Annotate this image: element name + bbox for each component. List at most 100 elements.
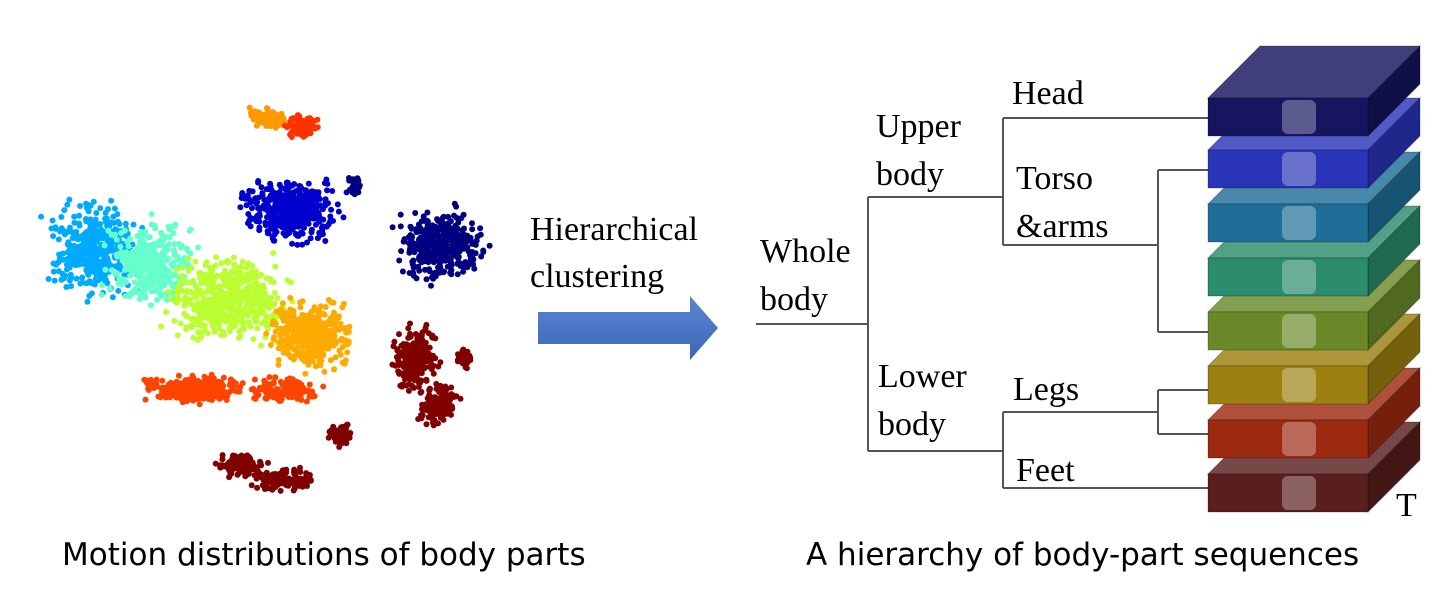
scatter-point <box>283 179 290 186</box>
scatter-point <box>422 339 429 346</box>
scatter-point <box>162 265 169 272</box>
scatter-point <box>174 292 181 299</box>
scatter-point <box>310 215 317 222</box>
scatter-point <box>223 462 230 469</box>
scatter-point <box>305 180 312 187</box>
scatter-point <box>118 249 125 256</box>
scatter-point <box>144 273 151 280</box>
scatter-point <box>290 308 297 314</box>
scatter-point <box>256 205 263 212</box>
scatter-point <box>281 208 288 215</box>
scatter-point <box>107 285 113 292</box>
scatter-point <box>389 224 396 231</box>
scatter-point <box>228 468 235 474</box>
scatter-point <box>209 268 216 275</box>
scatter-point <box>175 372 182 379</box>
scatter-point <box>266 374 273 381</box>
scatter-point <box>330 299 337 306</box>
scatter-point <box>286 227 292 234</box>
scatter-point <box>279 314 286 321</box>
scatter-point <box>448 267 455 274</box>
scatter-point <box>419 401 426 408</box>
scatter-point <box>407 320 413 327</box>
scatter-point <box>247 299 254 306</box>
layer-front-face <box>1207 311 1369 351</box>
scatter-point <box>272 190 279 197</box>
scatter-point <box>308 226 315 233</box>
scatter-point <box>249 188 256 195</box>
scatter-point <box>268 210 275 217</box>
scatter-point <box>306 381 313 388</box>
scatter-point <box>49 217 56 224</box>
scatter-point <box>434 246 441 253</box>
scatter-point <box>327 213 334 220</box>
scatter-point <box>227 320 234 326</box>
scatter-point <box>337 351 344 358</box>
scatter-point <box>448 384 455 391</box>
scatter-point <box>405 325 412 332</box>
scatter-point <box>61 228 68 235</box>
scatter-point <box>304 312 311 319</box>
scatter-point <box>459 227 466 234</box>
scatter-point <box>331 366 337 373</box>
scatter-point <box>69 229 76 236</box>
scatter-point <box>283 475 290 482</box>
scatter-point <box>231 268 238 275</box>
scatter-point <box>254 121 261 128</box>
scatter-point <box>118 281 125 288</box>
scatter-point <box>401 360 408 367</box>
scatter-point <box>298 381 305 388</box>
scatter-point <box>185 300 192 307</box>
scatter-point <box>263 186 270 193</box>
scatter-point <box>305 361 312 368</box>
scatter-point <box>236 301 243 308</box>
scatter-point <box>190 374 197 381</box>
scatter-point <box>210 278 217 285</box>
scatter-point <box>423 321 430 328</box>
scatter-point <box>327 428 334 434</box>
scatter-point <box>68 283 75 290</box>
scatter-point <box>268 225 275 232</box>
scatter-point <box>221 392 227 399</box>
scatter-point <box>237 327 244 334</box>
scatter-point <box>320 383 327 390</box>
scatter-point <box>219 452 226 459</box>
scatter-point <box>288 115 295 122</box>
scatter-point <box>165 276 172 283</box>
scatter-point <box>211 301 218 307</box>
scatter-point <box>351 191 358 198</box>
scatter-point <box>122 293 129 300</box>
scatter-point <box>254 325 261 332</box>
scatter-point <box>477 225 484 232</box>
scatter-point <box>83 235 90 242</box>
scatter-point <box>147 302 154 309</box>
scatter-point <box>204 297 211 304</box>
silhouette-slice <box>1282 368 1316 402</box>
scatter-point <box>65 259 71 266</box>
scatter-point <box>273 208 280 215</box>
scatter-point <box>158 323 165 330</box>
scatter-point <box>424 395 431 402</box>
scatter-point <box>423 276 430 283</box>
scatter-point <box>97 250 104 257</box>
scatter-point <box>408 225 415 232</box>
scatter-point <box>230 452 236 459</box>
scatter-point <box>417 339 424 346</box>
scatter-point <box>451 212 457 219</box>
scatter-point <box>469 226 476 233</box>
silhouette-slice <box>1282 152 1316 186</box>
scatter-point <box>300 224 307 231</box>
scatter-point <box>426 363 433 370</box>
scatter-point <box>284 391 291 398</box>
scatter-point <box>107 219 114 226</box>
scatter-point <box>59 250 66 257</box>
scatter-point <box>180 392 187 399</box>
scatter-point <box>117 243 124 250</box>
scatter-point <box>239 290 246 296</box>
scatter-point <box>122 220 129 227</box>
scatter-point <box>413 229 420 235</box>
scatter-point <box>61 207 68 214</box>
scatter-point <box>486 242 493 249</box>
scatter-point <box>213 254 220 261</box>
scatter-point <box>305 330 312 337</box>
